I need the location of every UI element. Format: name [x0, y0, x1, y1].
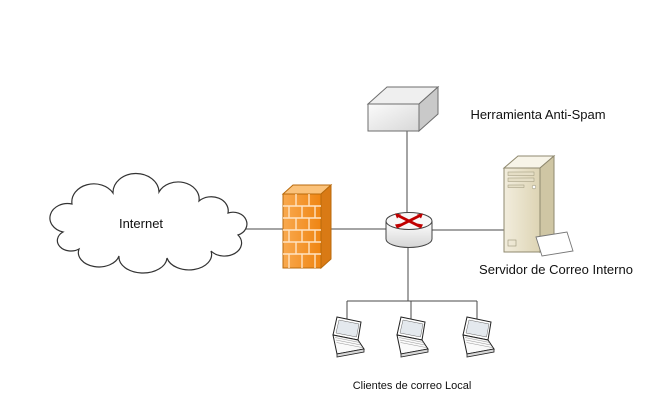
antispam-appliance-icon [366, 85, 440, 133]
firewall-icon [281, 183, 333, 270]
router-icon [385, 212, 433, 248]
internet-label: Internet [118, 216, 164, 231]
clients-label: Clientes de correo Local [352, 380, 472, 392]
laptop-icon-3 [462, 316, 495, 358]
mail-server-icon [502, 154, 574, 257]
router-x-arrowheads [395, 213, 423, 229]
internet-cloud-icon [49, 172, 248, 274]
laptop-icon-2 [396, 316, 429, 358]
router-x-icon [396, 214, 422, 228]
mail-paper-icon [535, 231, 574, 257]
diagram-edges [228, 120, 520, 322]
mail-server-label: Servidor de Correo Interno [479, 262, 633, 277]
antispam-label: Herramienta Anti-Spam [470, 107, 606, 122]
laptop-icon-1 [332, 316, 365, 358]
